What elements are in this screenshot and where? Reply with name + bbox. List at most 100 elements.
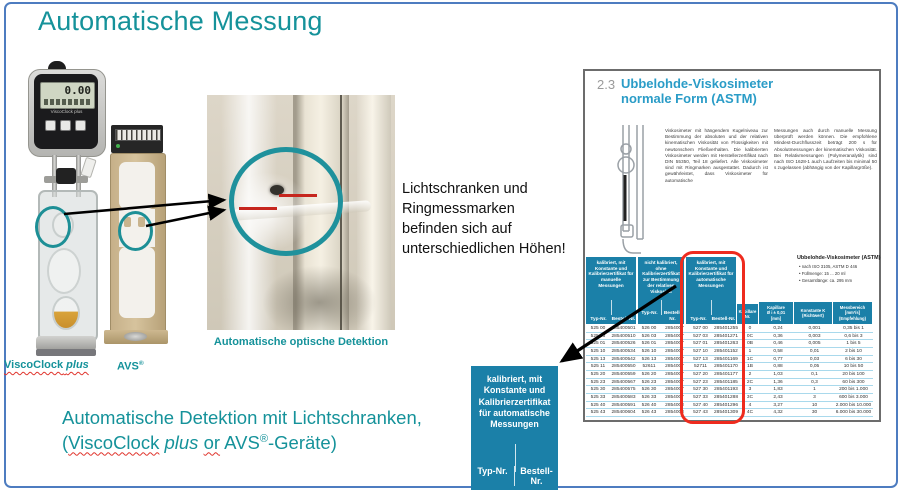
table-cell: 285401271 <box>713 333 739 341</box>
table-cell: 285400534 <box>610 348 637 356</box>
table-cell: 525 43 <box>586 409 610 417</box>
table-cell: 525 00 <box>586 325 610 333</box>
group-header-text: kalibriert, mit Konstante und Kalibrierz… <box>688 260 734 288</box>
word-plus: plus <box>164 431 199 453</box>
viscoclock-display-value: 0.00 <box>64 84 92 97</box>
table-cell: 285400567 <box>610 379 637 387</box>
table-cell: 285401263 <box>713 341 739 348</box>
table-cell: 525 40 <box>586 402 610 410</box>
table-cell: 2854007 <box>661 394 688 402</box>
paren-open: ( <box>62 431 69 453</box>
table-cell: 2,43 <box>761 394 795 402</box>
viscoclock-highlight-circle <box>35 206 71 248</box>
table-cell: 285400550 <box>610 364 637 371</box>
viscoclock-button-1 <box>45 120 56 131</box>
table-cell: 0,58 <box>761 348 795 356</box>
detection-photo <box>207 95 395 330</box>
table-cell: 525 23 <box>586 379 610 387</box>
table-cell: 6.000 bis 30.000 <box>834 410 873 417</box>
col-typ-nr: Typ-Nr. <box>641 311 658 317</box>
table-cell: 2 <box>739 371 761 379</box>
table-cell: 526 13 <box>637 356 661 364</box>
table-cell: 285400604 <box>610 410 637 417</box>
table-cell: 1B <box>739 363 761 371</box>
callout-divider <box>514 444 516 472</box>
table-cell: 2854007 <box>661 386 688 394</box>
table-cell: 0,03 <box>795 356 834 364</box>
col-typ-nr: Typ-Nr. <box>590 317 607 323</box>
red-highlight-box <box>680 251 745 424</box>
table-cell: 4C <box>739 409 761 417</box>
callout-columns: Typ-Nr. Bestell-Nr. <box>471 466 558 486</box>
viscometer-liquid-bulb <box>52 296 80 330</box>
table-cell: 1 <box>795 386 834 394</box>
table-cell: 0,003 <box>795 333 834 341</box>
table-cell: 285401185 <box>713 379 739 387</box>
note-text: Lichtschranken und Ringmessmarken befind… <box>402 181 566 257</box>
table-cell: 0,88 <box>761 363 795 371</box>
word-or: or <box>203 431 221 453</box>
table-cell: 10 <box>795 402 834 410</box>
callout-col-bestell-nr: Bestell-Nr. <box>514 466 558 486</box>
viscometer-window <box>47 248 81 294</box>
group-header-text: nicht kalibriert, ohne Kalibrierzertifik… <box>642 260 680 294</box>
table-cell: 2C <box>739 379 761 387</box>
table-cell: 285400501 <box>610 326 637 333</box>
table-cell: 3 <box>739 386 761 394</box>
table-cell: 4 <box>739 402 761 410</box>
table-cell: 200 bis 1.000 <box>834 386 873 394</box>
table-cell: 527 10 <box>688 348 713 356</box>
avs-label-registered-mark: ® <box>138 360 144 367</box>
table-cell: 2854007 <box>661 379 688 387</box>
table-cell: 526 40 <box>637 402 661 410</box>
word-viscoclock: ViscoClock <box>68 431 160 453</box>
table-cell: 600 bis 3.000 <box>834 394 873 402</box>
table-cell: 285401296 <box>713 402 739 410</box>
table-cell: 0,46 <box>761 340 795 348</box>
viscoclock-bottom-cap <box>36 336 96 351</box>
bottom-statement: Automatische Detektion mit Lichtschranke… <box>62 406 422 455</box>
table-cell: 285400510 <box>610 333 637 341</box>
table-cell: 0,3 <box>795 379 834 387</box>
callout-col-typ-nr: Typ-Nr. <box>477 466 508 476</box>
word-geraete: -Geräte) <box>268 431 337 453</box>
callout-title: kalibriert, mit Konstante und Kalibrierz… <box>478 374 551 429</box>
table-cell: 285401288 <box>713 394 739 402</box>
col-bestell-nr: Bestell-Nr. <box>711 317 736 323</box>
viscometer-line-drawing <box>617 125 644 254</box>
table-cell: 285401193 <box>713 387 739 394</box>
catalog-body-column2: Messungen auch durch manuelle Messung üb… <box>774 128 877 171</box>
avs-label: AVS® <box>117 360 144 373</box>
table-cell: 285400526 <box>610 341 637 348</box>
table-cell: 526 00 <box>637 325 661 333</box>
avs-led <box>116 144 120 148</box>
group-header-text: kalibriert, mit Konstante und Kalibrierz… <box>588 260 634 288</box>
viscoclock-button-2 <box>60 120 71 131</box>
table-cell: 527 13 <box>688 356 713 364</box>
table-cell: 525 13 <box>586 356 610 364</box>
viscoclock-lcd: 0.00 <box>40 82 95 109</box>
table-cell: 526 30 <box>637 386 661 394</box>
table-cell: 0,005 <box>795 340 834 348</box>
table-cell: 0,01 <box>795 348 834 356</box>
catalog-title-line2: normale Form (ASTM) <box>621 90 757 106</box>
avs-display <box>115 129 161 141</box>
table-cell: 526 01 <box>637 340 661 348</box>
table-cell: 0,1 <box>795 371 834 379</box>
slide-title: Automatische Messung <box>38 6 323 36</box>
avs-base-disc <box>124 332 147 341</box>
table-cell: 2854007 <box>661 371 688 379</box>
catalog-info-title: Ubbelohde-Viskosimeter (ASTM) <box>797 255 881 261</box>
table-cell: 20 bis 100 <box>834 371 873 379</box>
table-cell: 1,83 <box>761 386 795 394</box>
photo-highlight-circle <box>229 147 343 256</box>
table-cell: 0,35 bis 1 <box>834 325 873 333</box>
table-cell: 52611 <box>637 363 661 371</box>
table-cell: 527 00 <box>688 325 713 333</box>
catalog-section-title: Ubbelohde-Viskosimeter normale Form (AST… <box>621 76 773 106</box>
table-cell: 285401177 <box>713 371 739 379</box>
viscoclock-clamp <box>56 168 76 184</box>
table-group-header-automatic: kalibriert, mit Konstante und Kalibrierz… <box>686 257 736 324</box>
table-cell: 1 <box>739 348 761 356</box>
viscoclock-label-plus: plus <box>66 359 89 371</box>
